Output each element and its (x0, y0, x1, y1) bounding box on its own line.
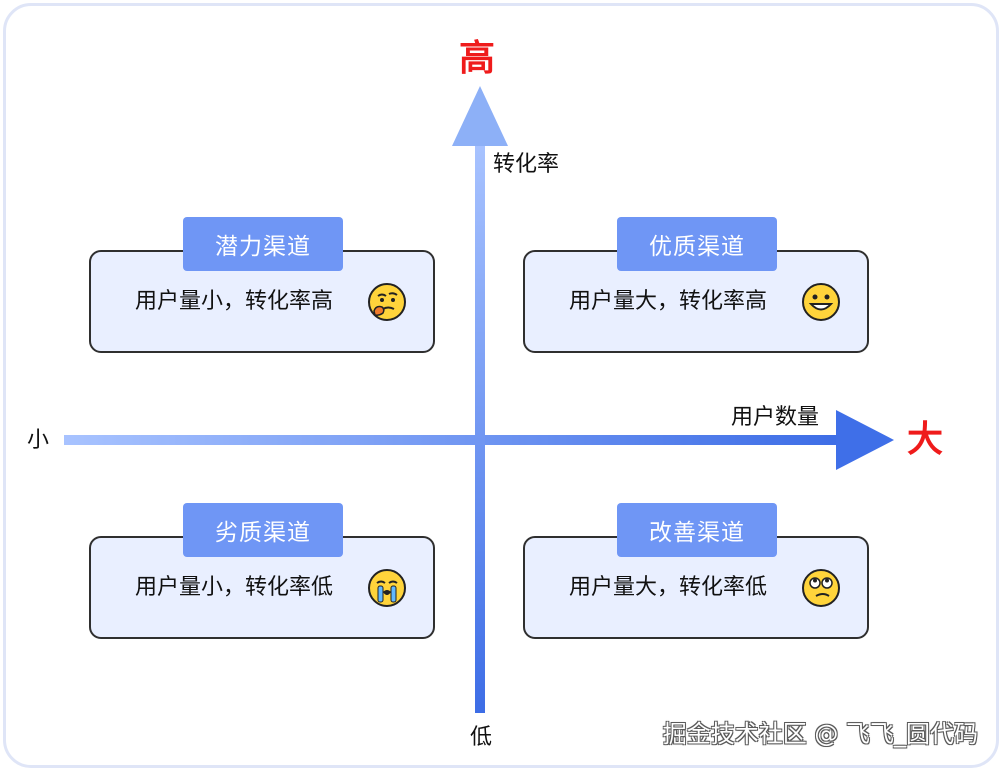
diagram-frame (3, 3, 999, 768)
quadrant-top-right-description: 用户量大，转化率高 (569, 289, 768, 314)
quadrant-top-left-description: 用户量小，转化率高 (135, 289, 334, 314)
y-axis-title: 转化率 (493, 152, 560, 177)
quadrant-bottom-left-description: 用户量小，转化率低 (135, 575, 334, 600)
quadrant-bottom-right-title: 改善渠道 (617, 503, 777, 557)
quadrant-top-left-card: 用户量小，转化率高 (89, 250, 435, 353)
grinning-face-icon (802, 283, 840, 321)
thinking-face-icon (368, 283, 406, 321)
quadrant-top-left-title: 潜力渠道 (183, 217, 343, 271)
y-axis-low-label: 低 (470, 725, 493, 750)
x-axis-low-label: 小 (27, 428, 50, 453)
quadrant-bottom-right-description: 用户量大，转化率低 (569, 575, 768, 600)
x-axis-title: 用户数量 (731, 405, 820, 430)
y-axis (452, 86, 508, 713)
crying-face-icon (368, 569, 406, 607)
eye-roll-face-icon (802, 569, 840, 607)
watermark: 掘金技术社区 @ 飞飞_圆代码 (662, 720, 978, 748)
quadrant-bottom-left-title: 劣质渠道 (183, 503, 343, 557)
x-axis-high-label: 大 (907, 419, 944, 460)
quadrant-top-right-title: 优质渠道 (617, 217, 777, 271)
y-axis-high-label: 高 (459, 38, 496, 79)
x-axis (64, 410, 894, 470)
